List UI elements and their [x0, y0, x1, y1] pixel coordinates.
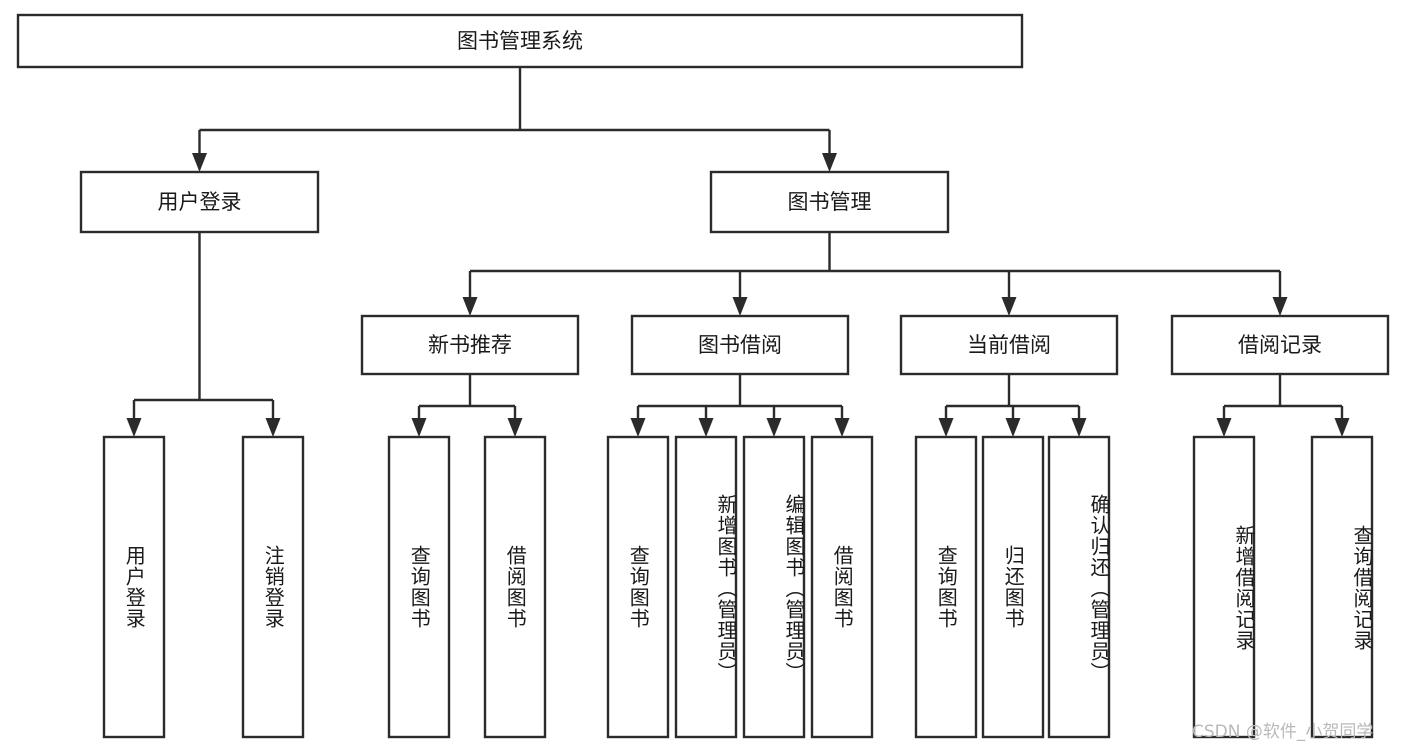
node-label-root: 图书管理系统 — [457, 29, 583, 53]
edge-group-current-borrow — [938, 374, 1087, 437]
node-box-leaf-user-login[interactable] — [102, 435, 166, 739]
node-box-leaf-return-book[interactable] — [981, 435, 1045, 739]
node-box-current-borrow[interactable] — [899, 314, 1119, 376]
node-label-borrow-record: 借阅记录 — [1238, 333, 1322, 357]
edge-group-root — [192, 67, 837, 172]
edge-group-book-borrow — [630, 374, 850, 437]
arrow-head-icon — [766, 418, 782, 437]
arrow-head-icon — [192, 153, 207, 172]
node-label-book-borrow: 图书借阅 — [698, 333, 782, 357]
arrow-head-icon — [698, 418, 714, 437]
node-box-leaf-edit-book[interactable] — [742, 435, 806, 739]
arrow-head-icon — [938, 418, 954, 437]
node-box-leaf-confirm-return[interactable] — [1047, 435, 1111, 739]
arrow-head-icon — [507, 418, 523, 437]
arrow-head-icon — [462, 297, 478, 316]
node-box-leaf-query-book-2[interactable] — [606, 435, 670, 739]
node-label-book-manage: 图书管理 — [788, 190, 872, 214]
node-label-user-login: 用户登录 — [158, 190, 242, 214]
node-box-root[interactable] — [16, 13, 1024, 69]
connector-layer — [126, 67, 1350, 437]
edge-group-user-login — [126, 232, 281, 437]
node-box-book-borrow[interactable] — [630, 314, 850, 376]
node-label-current-borrow: 当前借阅 — [967, 333, 1051, 357]
watermark: CSDN @软件_小贺同学 — [1192, 722, 1374, 742]
arrow-head-icon — [834, 418, 850, 437]
node-box-leaf-logout[interactable] — [241, 435, 305, 739]
arrow-head-icon — [822, 153, 837, 172]
arrow-head-icon — [1272, 297, 1288, 316]
arrow-head-icon — [1071, 418, 1087, 437]
edge-group-new-book-rec — [411, 374, 523, 437]
node-box-leaf-query-record[interactable] — [1310, 435, 1374, 739]
node-box-leaf-query-book-3[interactable] — [914, 435, 978, 739]
box-layer — [16, 13, 1390, 739]
node-box-leaf-borrow-book-2[interactable] — [810, 435, 874, 739]
arrow-head-icon — [265, 418, 281, 437]
node-box-book-manage[interactable] — [709, 170, 950, 234]
arrow-head-icon — [411, 418, 427, 437]
node-box-leaf-borrow-book-1[interactable] — [483, 435, 547, 739]
node-box-leaf-query-book-1[interactable] — [387, 435, 451, 739]
arrow-head-icon — [630, 418, 646, 437]
arrow-head-icon — [126, 418, 142, 437]
node-label-new-book-rec: 新书推荐 — [428, 333, 512, 357]
edge-group-borrow-record — [1216, 374, 1350, 437]
arrow-head-icon — [1001, 297, 1017, 316]
arrow-head-icon — [732, 297, 748, 316]
node-box-new-book-rec[interactable] — [360, 314, 580, 376]
node-box-leaf-add-record[interactable] — [1192, 435, 1256, 739]
node-box-leaf-add-book[interactable] — [674, 435, 738, 739]
arrow-head-icon — [1334, 418, 1350, 437]
arrow-head-icon — [1005, 418, 1021, 437]
arrow-head-icon — [1216, 418, 1232, 437]
node-box-borrow-record[interactable] — [1170, 314, 1390, 376]
node-box-user-login[interactable] — [79, 170, 320, 234]
edge-group-book-manage — [462, 232, 1288, 316]
